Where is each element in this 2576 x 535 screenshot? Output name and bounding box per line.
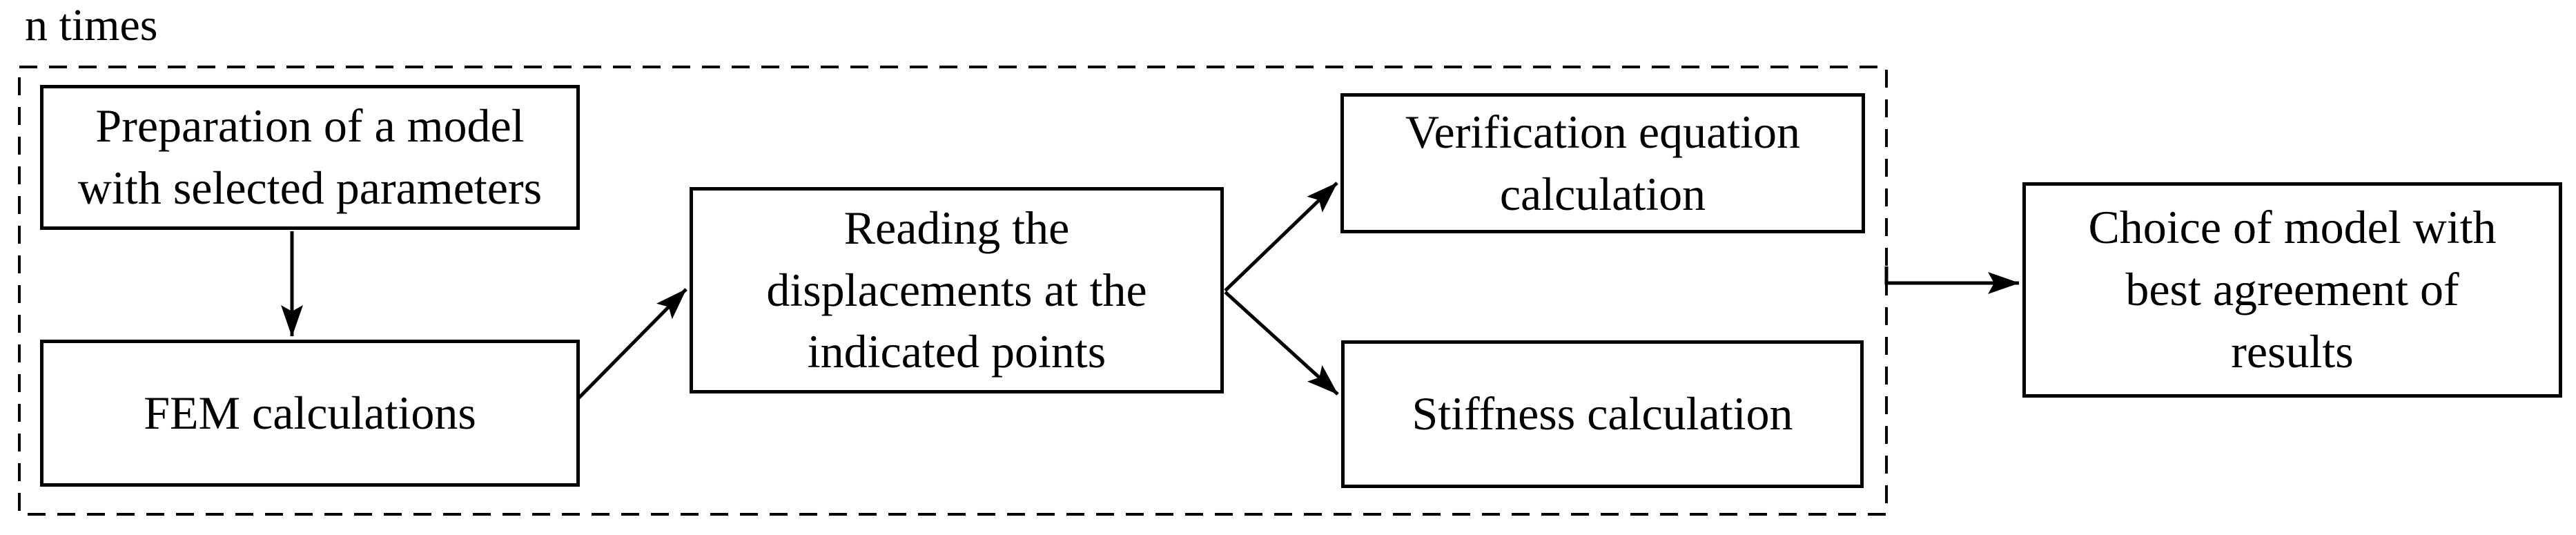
arrow-loop-to-choice	[1884, 266, 2020, 294]
node-preparation: Preparation of a model with selected par…	[40, 85, 580, 230]
node-verification-equation: Verification equation calculation	[1340, 93, 1865, 233]
arrow-fem-to-reading	[577, 288, 687, 400]
loop-label: n times	[25, 0, 158, 50]
node-choice-of-model: Choice of model with best agreement of r…	[2022, 182, 2562, 398]
node-stiffness-calculation: Stiffness calculation	[1341, 340, 1864, 488]
arrow-reading-to-stiffness	[1224, 291, 1339, 396]
node-fem-calculations: FEM calculations	[40, 340, 580, 487]
node-reading-displacements: Reading the displacements at the indicat…	[690, 187, 1224, 393]
arrow-reading-to-verification	[1224, 182, 1338, 292]
loop-boundary	[18, 66, 1888, 516]
